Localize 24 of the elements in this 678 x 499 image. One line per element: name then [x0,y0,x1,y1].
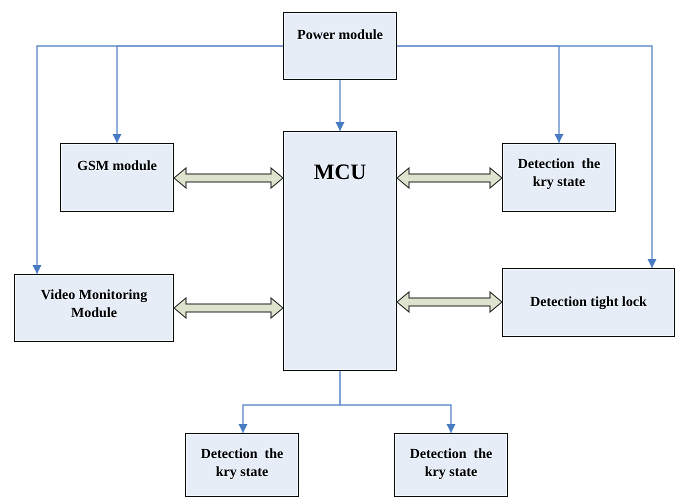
module-box [394,433,508,497]
box-label: Detection the kry state [516,156,602,191]
module-box [502,143,616,212]
double-block-arrow [173,296,284,320]
box-label: MCU [314,158,366,186]
double-block-arrow [396,290,503,314]
arrow [336,80,344,131]
box-label: Video Monitoring Module [40,287,148,322]
module-box [60,143,174,212]
double-block-arrow [396,166,503,190]
box-label: Power module [297,27,383,44]
box-label: Detection the kry state [408,446,494,481]
processor-box [283,131,397,371]
double-block-arrow [173,166,284,190]
box-label: GSM module [77,158,157,176]
arrow [397,45,656,268]
module-box [283,12,397,80]
box-label: Detection the kry state [200,446,284,481]
module-box [185,433,299,497]
box-label: Detection tight lock [530,294,647,312]
module-box [14,274,174,342]
arrow [339,371,456,433]
arrow [32,45,283,274]
module-box [502,268,675,337]
